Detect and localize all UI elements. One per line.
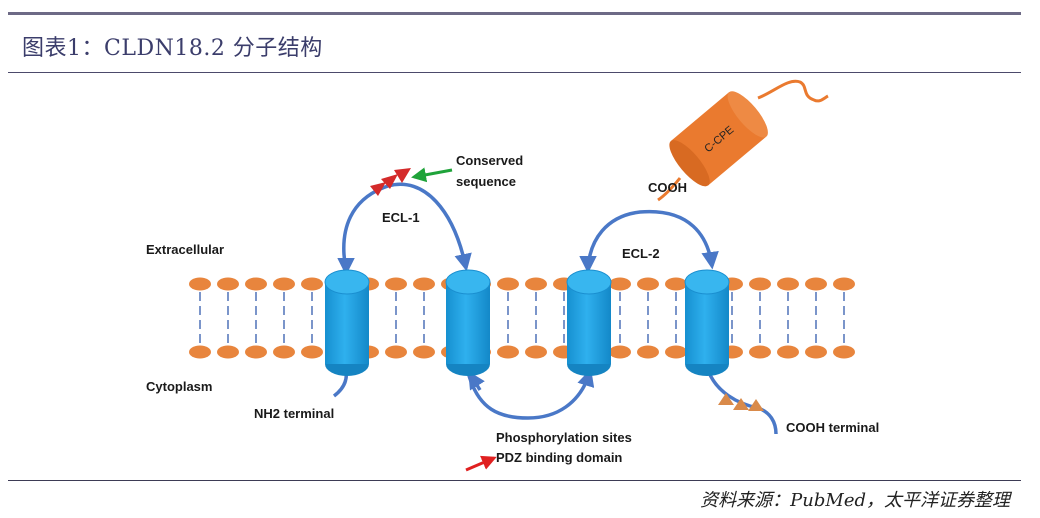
pdz-arrow bbox=[465, 455, 497, 472]
lipid-head bbox=[217, 345, 239, 359]
cooh-terminal-label: COOH terminal bbox=[786, 420, 879, 435]
conserved-label-line2: sequence bbox=[456, 174, 516, 189]
lipid-head bbox=[273, 277, 295, 291]
lipid-head bbox=[637, 277, 659, 291]
extracellular-label: Extracellular bbox=[146, 242, 224, 257]
lipid-head bbox=[637, 345, 659, 359]
cytoplasm-label: Cytoplasm bbox=[146, 379, 212, 394]
lipid-bilayer bbox=[189, 277, 855, 359]
lipid-head bbox=[833, 345, 855, 359]
nh2-terminal-label: NH2 terminal bbox=[254, 406, 334, 421]
ecl1-loop bbox=[342, 182, 472, 272]
figure-title: 图表1：CLDN18.2 分子结构 bbox=[22, 36, 323, 61]
intracellular-loop bbox=[466, 368, 595, 420]
top-rule bbox=[8, 12, 1021, 15]
lipid-head bbox=[609, 277, 631, 291]
lipid-head bbox=[609, 345, 631, 359]
lipid-head bbox=[497, 345, 519, 359]
lipid-head bbox=[217, 277, 239, 291]
phosphorylation-markers bbox=[718, 393, 764, 411]
intracellular-loop-start bbox=[468, 371, 485, 391]
lipid-head bbox=[301, 345, 323, 359]
conserved-label-line1: Conserved bbox=[456, 153, 523, 168]
lipid-head bbox=[525, 277, 547, 291]
lipid-head bbox=[805, 345, 827, 359]
ecl1-label: ECL-1 bbox=[382, 210, 420, 225]
lipid-head bbox=[189, 277, 211, 291]
lipid-head bbox=[413, 345, 435, 359]
lipid-head bbox=[413, 277, 435, 291]
bottom-rule bbox=[8, 480, 1021, 481]
figure-source: 资料来源：PubMed，太平洋证券整理 bbox=[700, 490, 1010, 511]
lipid-head bbox=[385, 277, 407, 291]
lipid-head bbox=[749, 277, 771, 291]
lipid-head bbox=[749, 345, 771, 359]
tm-helix-3 bbox=[566, 269, 612, 376]
lipid-head bbox=[189, 345, 211, 359]
pdz-label: PDZ binding domain bbox=[496, 450, 622, 465]
lipid-head bbox=[665, 345, 687, 359]
tm-helix-1 bbox=[324, 269, 370, 376]
cooh-cpe-label: COOH bbox=[648, 180, 687, 195]
lipid-head bbox=[805, 277, 827, 291]
lipid-head bbox=[525, 345, 547, 359]
transmembrane-helices bbox=[324, 269, 730, 376]
lipid-head bbox=[245, 345, 267, 359]
phosphorylation-label: Phosphorylation sites bbox=[496, 430, 632, 445]
lipid-head bbox=[385, 345, 407, 359]
tm-helix-2 bbox=[445, 269, 491, 376]
lipid-head bbox=[833, 277, 855, 291]
conserved-sequence-markers bbox=[370, 168, 411, 196]
lipid-head bbox=[301, 277, 323, 291]
ecl2-loop bbox=[586, 209, 719, 270]
ecl2-label: ECL-2 bbox=[622, 246, 660, 261]
lipid-head bbox=[777, 277, 799, 291]
lipid-head bbox=[497, 277, 519, 291]
c-cpe-molecule: C-CPE bbox=[657, 79, 829, 202]
lipid-head bbox=[273, 345, 295, 359]
tm-helix-4 bbox=[684, 269, 730, 376]
lipid-head bbox=[777, 345, 799, 359]
lipid-head bbox=[245, 277, 267, 291]
lipid-head bbox=[665, 277, 687, 291]
conserved-arrow bbox=[411, 167, 453, 183]
title-rule bbox=[8, 72, 1021, 73]
